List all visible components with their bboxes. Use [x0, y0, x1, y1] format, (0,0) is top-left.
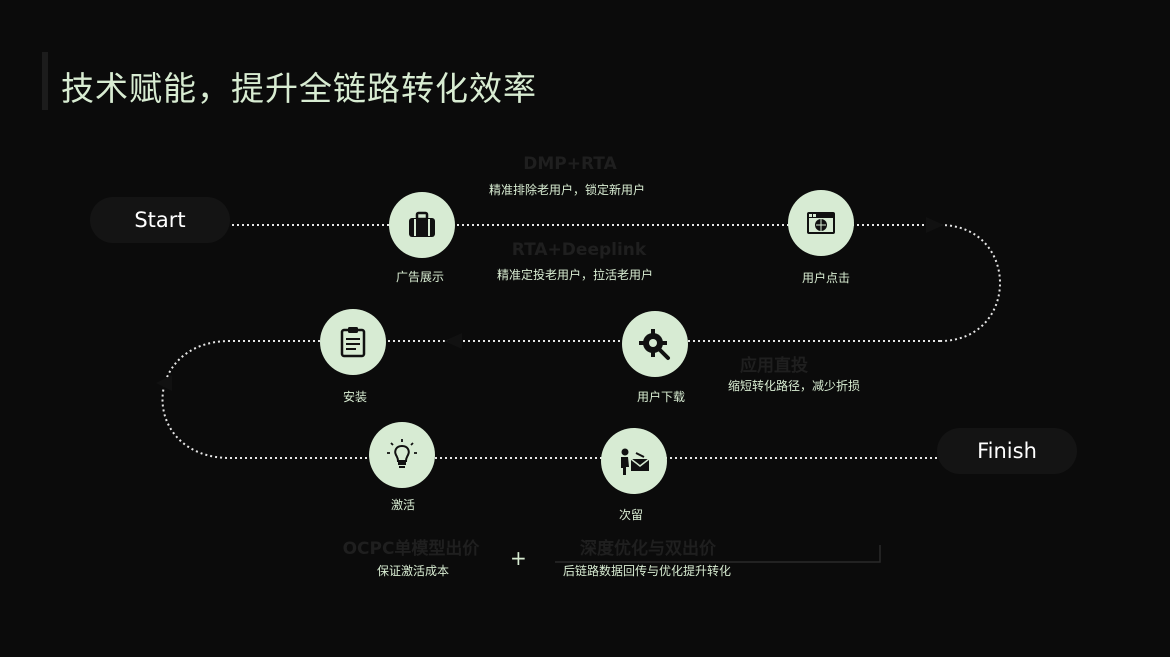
node-user-download[interactable]	[622, 311, 688, 377]
annotation-desc: 后链路数据回传与优化提升转化	[562, 564, 732, 578]
node-label: 用户点击	[801, 271, 851, 285]
annotation-title: DMP+RTA	[523, 154, 617, 174]
node-label: 广告展示	[395, 270, 445, 284]
node-label: 用户下载	[636, 390, 686, 404]
gear-wrench-icon	[639, 329, 670, 360]
arrow-left-icon	[444, 333, 462, 349]
node-ad-display[interactable]	[389, 192, 455, 258]
node-label: 激活	[390, 498, 416, 512]
annotation-desc: 精准排除老用户，锁定新用户	[488, 183, 646, 197]
arrow-right-icon	[926, 217, 944, 233]
annotation-title: 深度优化与双出价	[580, 539, 716, 559]
worker-mail-icon	[621, 448, 650, 475]
node-install[interactable]	[320, 309, 386, 375]
title-accent-bar	[42, 52, 48, 110]
start-button[interactable]: Start	[90, 197, 230, 243]
lightbulb-icon	[387, 439, 417, 468]
flow-path-curve-left	[161, 340, 231, 459]
clipboard-icon	[340, 327, 366, 358]
plus-sign: +	[510, 546, 527, 570]
node-label: 安装	[342, 390, 368, 404]
annotation-title: OCPC单模型出价	[342, 539, 480, 559]
node-user-click[interactable]	[788, 190, 854, 256]
annotation-desc: 精准定投老用户，拉活老用户	[496, 268, 654, 282]
annotation-title: 应用直投	[740, 356, 808, 376]
annotation-desc: 缩短转化路径，减少折损	[727, 379, 861, 393]
annotation-title: RTA+Deeplink	[511, 240, 647, 260]
page-title: 技术赋能，提升全链路转化效率	[61, 69, 537, 108]
flow-path-curve-right	[939, 224, 1001, 342]
browser-window-icon	[807, 212, 835, 234]
node-activation[interactable]	[369, 422, 435, 488]
annotation-desc: 保证激活成本	[376, 564, 450, 578]
node-retention[interactable]	[601, 428, 667, 494]
briefcase-icon	[409, 211, 435, 237]
arrow-left-icon	[156, 375, 172, 391]
bracket-line	[555, 545, 881, 563]
node-label: 次留	[618, 508, 644, 522]
finish-button[interactable]: Finish	[937, 428, 1077, 474]
